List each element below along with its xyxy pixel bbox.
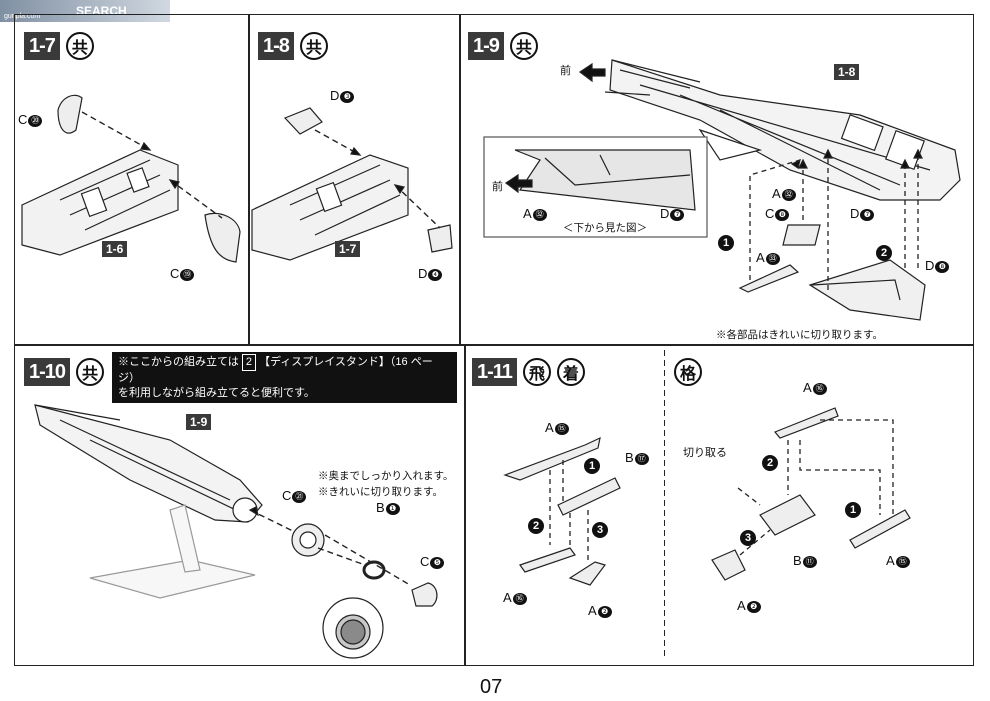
step-1-7-header: 1-7 共 [24,32,94,60]
order-1: 1 [584,458,600,474]
common-mark-icon: 共 [65,32,94,60]
part-b11 [759,494,816,536]
detail-circle [322,597,384,659]
part-d3 [283,107,323,135]
front-arrow-inset [504,173,533,194]
front-label-inset: 前 [492,181,503,193]
assembly-tip-banner: ※ここからの組み立ては 2 【ディスプレイスタンド】（16 ページ） を利用しな… [112,352,457,403]
fighter-header: 格 [674,358,702,386]
part-a2-kaku [711,549,746,581]
step-number: 1-7 [24,32,60,60]
common-mark-icon: 共 [299,32,328,60]
order-3: 3 [740,530,756,546]
page-number: 07 [480,676,503,698]
step-1-10-header: 1-10 共 [24,358,105,386]
step-number: 1-10 [24,358,71,386]
ref-tag: 1-7 [335,241,361,257]
part-a16-kaku [774,407,839,439]
divider [14,344,974,346]
order-2: 2 [762,455,778,471]
ref-tag: 1-6 [102,241,128,257]
watermark-site: gunpla.com [4,13,41,20]
step-number: 1-8 [258,32,294,60]
page-frame [14,14,974,666]
flight-mark-icon: 飛 [522,358,551,386]
step-1-11-header: 1-11 飛 着 [472,358,585,386]
part-a15-1-11 [503,436,601,481]
part-d4 [427,224,453,253]
note-insert-fully: ※奥までしっかり入れます。 [318,470,454,482]
ref-tag: 1-9 [186,414,212,430]
step-number: 1-9 [468,32,504,60]
step-1-8-header: 1-8 共 [258,32,328,60]
front-arrow [578,62,606,83]
engine-block-1-8 [251,154,409,261]
order-2: 2 [528,518,544,534]
order-3: 3 [592,522,608,538]
dashed-divider [664,350,665,660]
part-c21 [291,523,325,557]
part-d8 [808,259,926,321]
ship-hull-1-9 [604,59,961,201]
common-mark-icon: 共 [509,32,538,60]
part-b1 [362,560,386,580]
part-b17 [557,477,621,516]
ref-tag: 1-8 [834,64,860,80]
engine-block-1-7 [21,149,179,256]
common-mark-icon: 共 [76,358,105,386]
display-stand [89,504,256,599]
note-cut-cleanly: ※各部品はきれいに切り取ります。 [716,329,883,341]
step-1-9-header: 1-9 共 [468,32,538,60]
part-c20 [57,94,83,134]
ship-hull-1-10 [34,404,263,523]
part-a15-kaku [849,509,911,549]
fighter-mark-icon: 格 [674,358,702,386]
order-1: 1 [845,502,861,518]
front-label: 前 [560,65,571,77]
part-a33 [738,264,800,293]
divider [248,14,250,344]
part-a16-1-11 [519,547,576,573]
part-c5 [411,582,438,607]
landing-mark-icon: 着 [556,358,585,386]
order-2: 2 [876,245,892,261]
inset-caption: ＜下から見た図＞ [563,222,647,234]
divider [464,344,466,666]
divider [459,14,461,344]
cut-off-label: 切り取る [683,447,727,459]
part-a2-1-11 [568,561,606,586]
order-1: 1 [718,235,734,251]
note-cut-cleanly: ※きれいに切り取ります。 [318,486,443,498]
part-c19 [204,212,241,263]
part-c8 [782,224,821,246]
step-number: 1-11 [472,358,517,386]
